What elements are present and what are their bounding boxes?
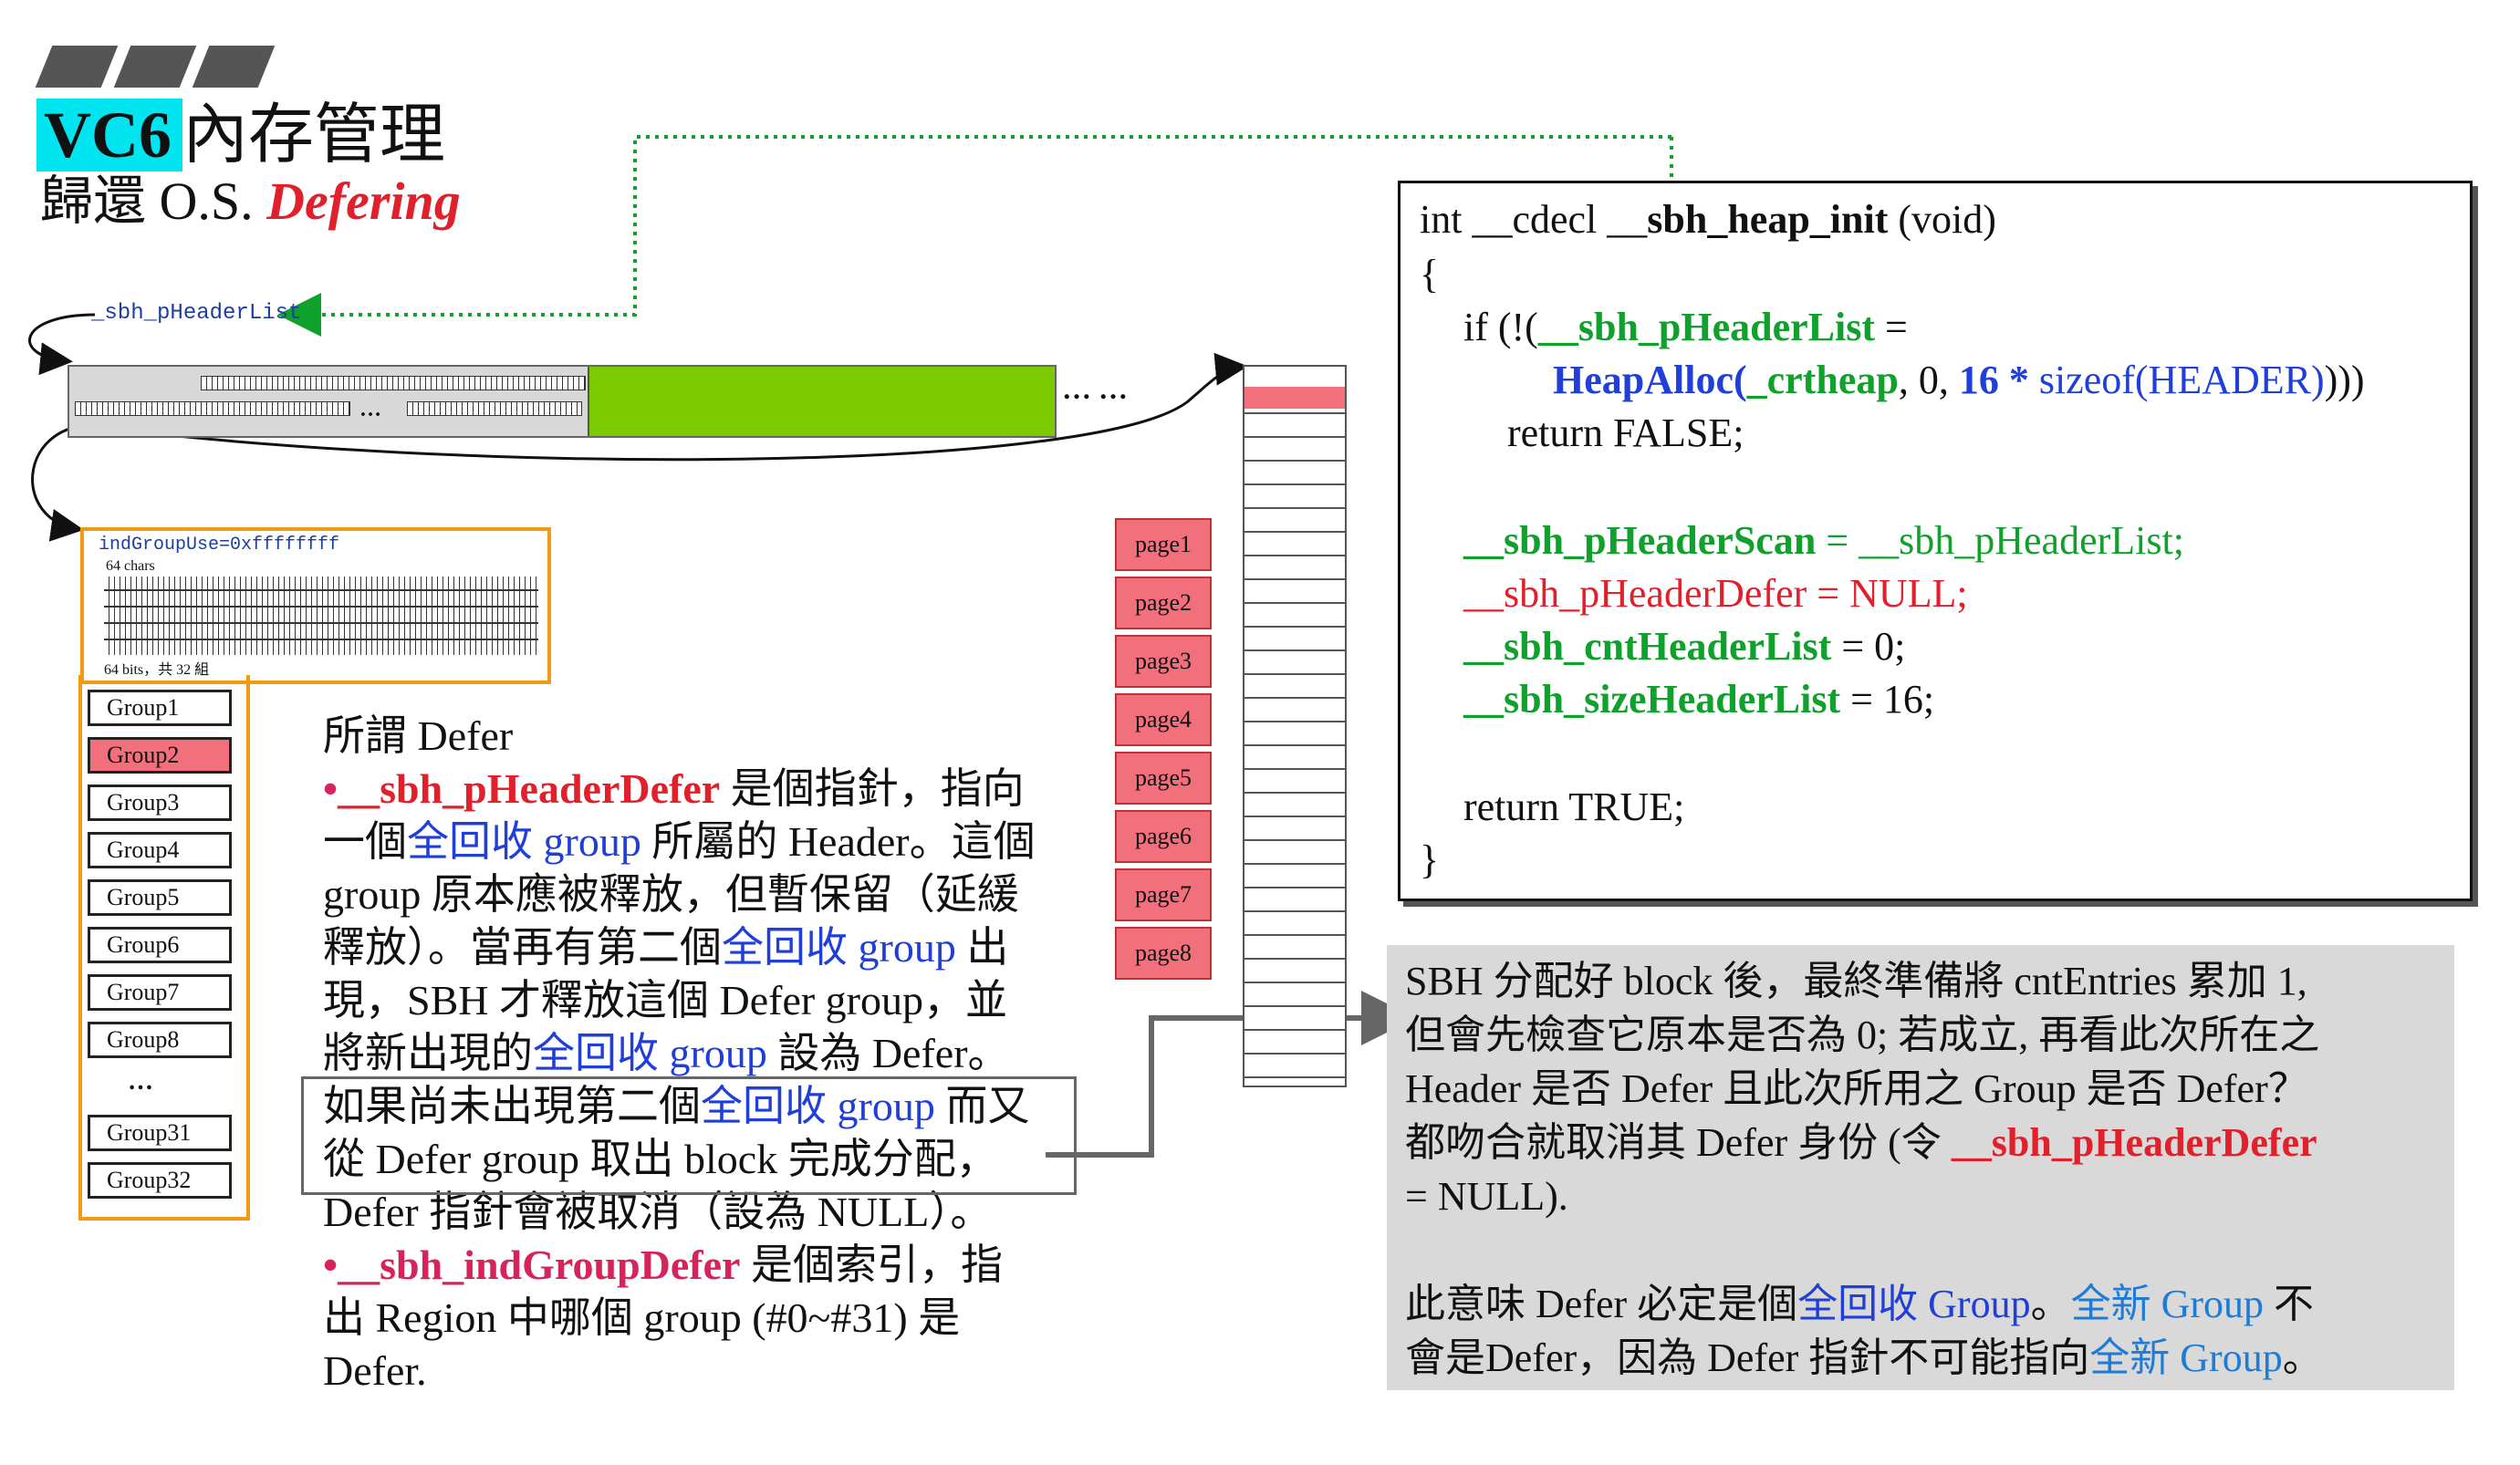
note-line: 但會先檢查它原本是否為 0; 若成立, 再看此次所在之 — [1405, 1013, 2320, 1057]
group-2: Group2 — [88, 737, 232, 774]
page-4: page4 — [1115, 693, 1212, 746]
desc-line: 如果尚未出現第二個全回收 group 而又 — [323, 1083, 1030, 1129]
code-line: __sbh_sizeHeaderList = 16; — [1463, 677, 1935, 722]
region-box: indGroupUse=0xffffffff 64 chars 64 bits，… — [80, 527, 551, 684]
note-line: Header 是否 Defer 且此次所用之 Group 是否 Defer？ — [1405, 1066, 2308, 1111]
code-line: HeapAlloc(_crtheap, 0, 16 * sizeof(HEADE… — [1553, 358, 2365, 402]
group-32: Group32 — [88, 1162, 232, 1199]
page-2: page2 — [1115, 577, 1212, 629]
array-dots: … … — [1062, 372, 1128, 405]
desc-line: group 原本應被釋放，但暫保留（延緩 — [323, 871, 1019, 918]
bits-label: 64 bits，共 32 組 — [104, 662, 210, 678]
note-line: 都吻合就取消其 Defer 身份 (令 __sbh_pHeaderDefer — [1405, 1120, 2317, 1165]
desc-line: 從 Defer group 取出 block 完成分配， — [323, 1136, 998, 1182]
group-8: Group8 — [88, 1022, 232, 1058]
desc-line: Defer 指針會被取消（設為 NULL）。 — [323, 1189, 993, 1235]
code-line: __sbh_cntHeaderList = 0; — [1463, 624, 1906, 669]
group-ellipsis: … — [128, 1067, 153, 1096]
page-1: page1 — [1115, 518, 1212, 571]
code-line: if (!(__sbh_pHeaderList = — [1463, 305, 1908, 349]
group-column — [78, 675, 250, 1221]
code-box — [1398, 181, 2473, 901]
header-cells-right — [407, 401, 582, 416]
code-line: __sbh_pHeaderScan = __sbh_pHeaderList; — [1463, 518, 2184, 563]
desc-highlight-box — [301, 1076, 1077, 1195]
header-array: … — [68, 365, 1057, 438]
note-line: 會是Defer，因為 Defer 指針不可能指向全新 Group。 — [1405, 1335, 2323, 1380]
code-line: return TRUE; — [1463, 784, 1685, 829]
code-line: } — [1420, 837, 1440, 882]
page-stack — [1243, 365, 1347, 1087]
chars-label: 64 chars — [106, 558, 155, 574]
note-line: = NULL). — [1405, 1174, 1568, 1219]
group-7: Group7 — [88, 974, 232, 1011]
page-3: page3 — [1115, 635, 1212, 688]
title-main: 內存管理 — [182, 99, 446, 171]
header-cells-top — [201, 376, 586, 390]
var-pheaderdefer: __sbh_pHeaderDefer — [338, 765, 721, 812]
page-stack-top — [1244, 387, 1345, 409]
desc-line: •__sbh_pHeaderDefer 是個指針，指向 — [323, 765, 1025, 812]
group-3: Group3 — [88, 784, 232, 821]
note-line: 此意味 Defer 必定是個全回收 Group。全新 Group 不 — [1405, 1282, 2315, 1326]
array-to-region-arrow — [31, 423, 90, 542]
group-1: Group1 — [88, 690, 232, 726]
defer-description: 所謂 Defer •__sbh_pHeaderDefer 是個指針，指向 一個全… — [323, 710, 1080, 1397]
var-indgroupdefer: __sbh_indGroupDefer — [338, 1242, 741, 1288]
page-5: page5 — [1115, 752, 1212, 805]
note-box — [1387, 945, 2454, 1390]
subtitle-emph: Defering — [266, 171, 461, 231]
desc-line: Defer. — [323, 1347, 427, 1394]
region-label: indGroupUse=0xffffffff — [99, 535, 340, 556]
code-line: __sbh_pHeaderDefer = NULL; — [1463, 571, 1968, 616]
page-6: page6 — [1115, 810, 1212, 863]
desc-line: 所謂 Defer — [323, 712, 514, 759]
plist-dotted-link — [277, 135, 1671, 337]
subtitle-main: 歸還 O.S. — [40, 171, 267, 231]
code-line: return FALSE; — [1507, 410, 1744, 455]
group-6: Group6 — [88, 927, 232, 963]
group-4: Group4 — [88, 832, 232, 868]
region-grid — [104, 577, 538, 655]
code-line: int __cdecl __sbh_heap_init (void) — [1420, 197, 1996, 242]
desc-line: 一個全回收 group 所屬的 Header。這個 — [323, 818, 1036, 865]
desc-line: 將新出現的全回收 group 設為 Defer。 — [323, 1030, 1010, 1076]
page-8: page8 — [1115, 927, 1212, 980]
header-array-dots: … — [359, 398, 381, 421]
header-array-green — [588, 367, 1055, 436]
plist-label: _sbh_pHeaderList — [91, 301, 302, 326]
note-text: SBH 分配好 block 後，最終準備將 cntEntries 累加 1, 但… — [1405, 954, 2454, 1385]
array-to-pages-arrow — [81, 352, 1248, 462]
group-5: Group5 — [88, 879, 232, 916]
header-cells-left — [75, 401, 350, 416]
page-subtitle: 歸還 O.S. Defering — [40, 171, 461, 232]
plist-to-array-arrow — [28, 313, 96, 376]
desc-line: 釋放）。當再有第二個全回收 group 出 — [323, 924, 1009, 971]
group-31: Group31 — [88, 1115, 232, 1151]
code-line: { — [1420, 252, 1440, 296]
desc-line: •__sbh_indGroupDefer 是個索引，指 — [323, 1242, 1003, 1288]
desc-line: 出 Region 中哪個 group (#0~#31) 是 — [323, 1294, 961, 1341]
note-line — [1405, 1223, 2454, 1277]
title-prefix: VC6 — [36, 99, 182, 171]
desc-line: 現，SBH 才釋放這個 Defer group，並 — [323, 977, 1007, 1023]
note-line: SBH 分配好 block 後，最終準備將 cntEntries 累加 1, — [1405, 959, 2307, 1003]
page-7: page7 — [1115, 868, 1212, 921]
